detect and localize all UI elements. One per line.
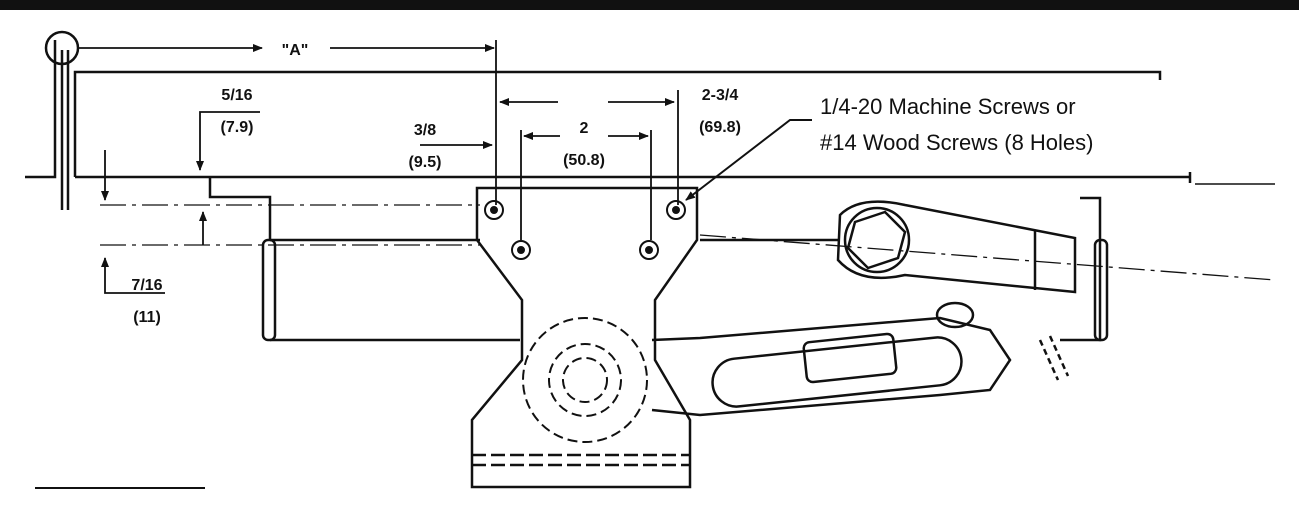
screw-hole-3 <box>511 240 531 260</box>
screw-holes <box>484 200 686 260</box>
dimension-labels: "A" 5/16 (7.9) 3/8 (9.5) 2 (50.8) 2-3/4 … <box>131 42 740 326</box>
dim-2-3-4-mm: (69.8) <box>699 119 741 136</box>
clamp-hidden-lines <box>522 317 648 443</box>
table-top-edge <box>73 70 1162 177</box>
top-border-bar <box>0 0 1299 10</box>
dim-3-8-frac: 3/8 <box>414 122 436 139</box>
note-leader <box>685 119 812 201</box>
dim-7-16-mm: (11) <box>133 309 161 326</box>
screw-note-line1: 1/4-20 Machine Screws or <box>820 94 1076 119</box>
table-outline <box>25 40 1275 240</box>
fence-post <box>44 30 80 210</box>
screw-note: 1/4-20 Machine Screws or #14 Wood Screws… <box>820 94 1094 155</box>
dim-7-16-frac: 7/16 <box>131 277 162 294</box>
rail-step <box>208 177 272 240</box>
dim-3-8-mm: (9.5) <box>409 154 442 171</box>
dim-5-16-frac: 5/16 <box>221 87 252 104</box>
dimension-lines <box>78 40 679 294</box>
dim-2-frac: 2 <box>580 120 589 137</box>
table-left-edge <box>25 40 57 179</box>
dim-5-16-mm: (7.9) <box>221 119 254 136</box>
center-lines <box>100 204 1276 281</box>
lock-handle <box>651 301 1070 417</box>
dim-2-mm: (50.8) <box>563 152 605 169</box>
screw-hole-1 <box>484 200 504 220</box>
dim-a-label: "A" <box>282 42 309 59</box>
screw-hole-4 <box>639 240 659 260</box>
dim-2-3-4-frac: 2-3/4 <box>702 87 739 104</box>
screw-note-line2: #14 Wood Screws (8 Holes) <box>820 130 1094 155</box>
rail-tube <box>261 196 1109 342</box>
mounting-bracket <box>470 186 699 489</box>
hex-cam <box>836 200 1077 294</box>
screw-hole-2 <box>666 200 686 220</box>
